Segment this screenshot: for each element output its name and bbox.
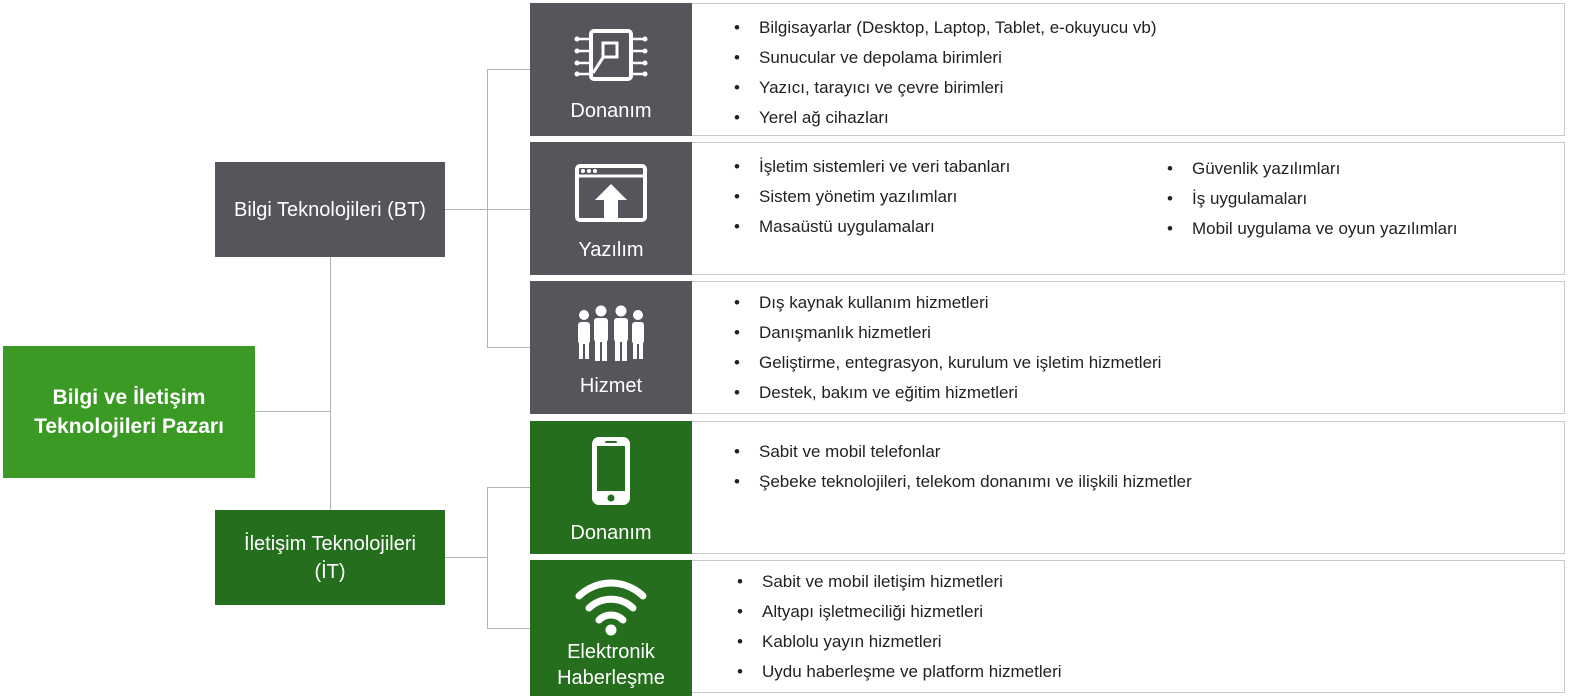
list-item: Bilgisayarlar (Desktop, Laptop, Tablet, … xyxy=(730,13,1157,43)
upload-window-icon xyxy=(571,164,651,224)
connector-bt-yazilim xyxy=(487,209,530,210)
branch-it-label-line2: (İT) xyxy=(314,560,346,583)
list-item: Altyapı işletmeciliği hizmetleri xyxy=(733,597,1062,627)
segment-title: Elektronik Haberleşme xyxy=(530,639,692,691)
segment-items-it-donanim: Sabit ve mobil telefonlar Şebeke teknolo… xyxy=(730,437,1192,497)
wifi-icon xyxy=(571,574,651,636)
segment-title-line1: Elektronik xyxy=(567,641,655,663)
chip-icon xyxy=(571,25,651,85)
list-item: Güvenlik yazılımları xyxy=(1163,154,1458,184)
root-title-line2: Teknolojileri Pazarı xyxy=(34,415,224,438)
segment-title: Donanım xyxy=(570,522,652,544)
smartphone-icon xyxy=(589,435,633,507)
branch-it-label-line1: İletişim Teknolojileri xyxy=(244,532,416,555)
list-item: Sabit ve mobil iletişim hizmetleri xyxy=(733,567,1062,597)
connector-bt-donanim xyxy=(487,69,530,70)
list-item: Yazıcı, tarayıcı ve çevre birimleri xyxy=(730,73,1157,103)
connector-bt-trunk xyxy=(487,69,488,348)
connector-it-trunk xyxy=(487,487,488,629)
connector-bt-hizmet xyxy=(487,347,530,348)
segment-items-bt-yazilim-col2: Güvenlik yazılımları İş uygulamaları Mob… xyxy=(1163,154,1458,244)
list-item: Mobil uygulama ve oyun yazılımları xyxy=(1163,214,1458,244)
segment-items-bt-hizmet: Dış kaynak kullanım hizmetleri Danışmanl… xyxy=(730,288,1161,408)
list-item: Destek, bakım ve eğitim hizmetleri xyxy=(730,378,1161,408)
connector-bt-stub xyxy=(445,209,487,210)
people-icon xyxy=(571,303,651,363)
branch-node-bt: Bilgi Teknolojileri (BT) xyxy=(215,162,445,257)
list-item: Masaüstü uygulamaları xyxy=(730,212,1010,242)
list-item: Uydu haberleşme ve platform hizmetleri xyxy=(733,657,1062,687)
connector-it-elektronik xyxy=(487,628,530,629)
list-item: Dış kaynak kullanım hizmetleri xyxy=(730,288,1161,318)
segment-tile-bt-hizmet: Hizmet xyxy=(530,281,692,414)
segment-items-bt-donanim: Bilgisayarlar (Desktop, Laptop, Tablet, … xyxy=(730,13,1157,133)
segment-title-line2: Haberleşme xyxy=(557,667,665,689)
segment-title: Hizmet xyxy=(579,375,643,397)
list-item: İşletim sistemleri ve veri tabanları xyxy=(730,152,1010,182)
list-item: Danışmanlık hizmetleri xyxy=(730,318,1161,348)
list-item: Geliştirme, entegrasyon, kurulum ve işle… xyxy=(730,348,1161,378)
list-item: Kablolu yayın hizmetleri xyxy=(733,627,1062,657)
connector-it-donanim xyxy=(487,487,530,488)
connector-root-trunk xyxy=(330,257,331,510)
segment-tile-it-donanim: Donanım xyxy=(530,421,692,554)
segment-title: Yazılım xyxy=(578,239,644,261)
segment-items-bt-yazilim-col1: İşletim sistemleri ve veri tabanları Sis… xyxy=(730,152,1010,242)
root-title-line1: Bilgi ve İletişim xyxy=(52,386,206,409)
branch-bt-label: Bilgi Teknolojileri (BT) xyxy=(234,198,426,221)
list-item: Sunucular ve depolama birimleri xyxy=(730,43,1157,73)
segment-tile-bt-yazilim: Yazılım xyxy=(530,142,692,275)
list-item: Yerel ağ cihazları xyxy=(730,103,1157,133)
list-item: İş uygulamaları xyxy=(1163,184,1458,214)
segment-title: Donanım xyxy=(570,100,652,122)
connector-it-stub xyxy=(445,557,487,558)
branch-node-it: İletişim Teknolojileri (İT) xyxy=(215,510,445,605)
segment-items-it-elektronik-haberlesme: Sabit ve mobil iletişim hizmetleri Altya… xyxy=(733,567,1062,687)
connector-root-stub xyxy=(255,411,330,412)
list-item: Sabit ve mobil telefonlar xyxy=(730,437,1192,467)
list-item: Sistem yönetim yazılımları xyxy=(730,182,1010,212)
root-node-ict-market: Bilgi ve İletişim Teknolojileri Pazarı xyxy=(3,346,255,478)
segment-tile-it-elektronik-haberlesme: Elektronik Haberleşme xyxy=(530,560,692,696)
list-item: Şebeke teknolojileri, telekom donanımı v… xyxy=(730,467,1192,497)
segment-tile-bt-donanim: Donanım xyxy=(530,3,692,136)
